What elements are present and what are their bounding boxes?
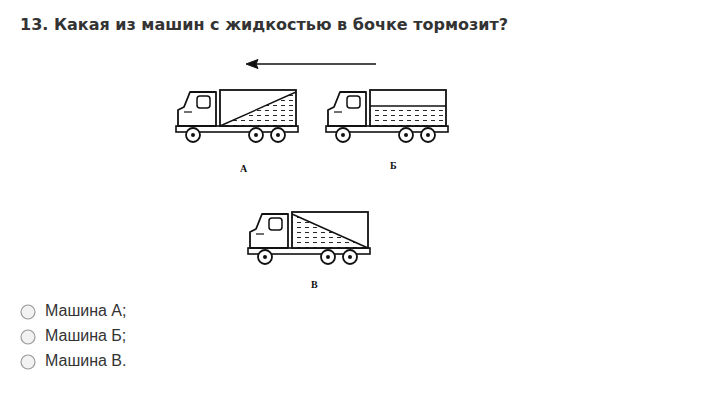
truck-b xyxy=(326,90,448,142)
truck-letter: А xyxy=(240,163,247,174)
truck-letter: В xyxy=(311,279,318,290)
answer-option: Машина В. xyxy=(45,352,126,370)
answer-option: Машина Б; xyxy=(45,327,126,345)
truck-letter: Б xyxy=(390,160,397,171)
answer-option: Машина А; xyxy=(45,302,126,320)
truck-a xyxy=(176,90,298,142)
radio-buttons xyxy=(21,305,35,369)
truck-v xyxy=(248,212,370,264)
question-title: 13. Какая из машин с жидкостью в бочке т… xyxy=(20,15,508,34)
